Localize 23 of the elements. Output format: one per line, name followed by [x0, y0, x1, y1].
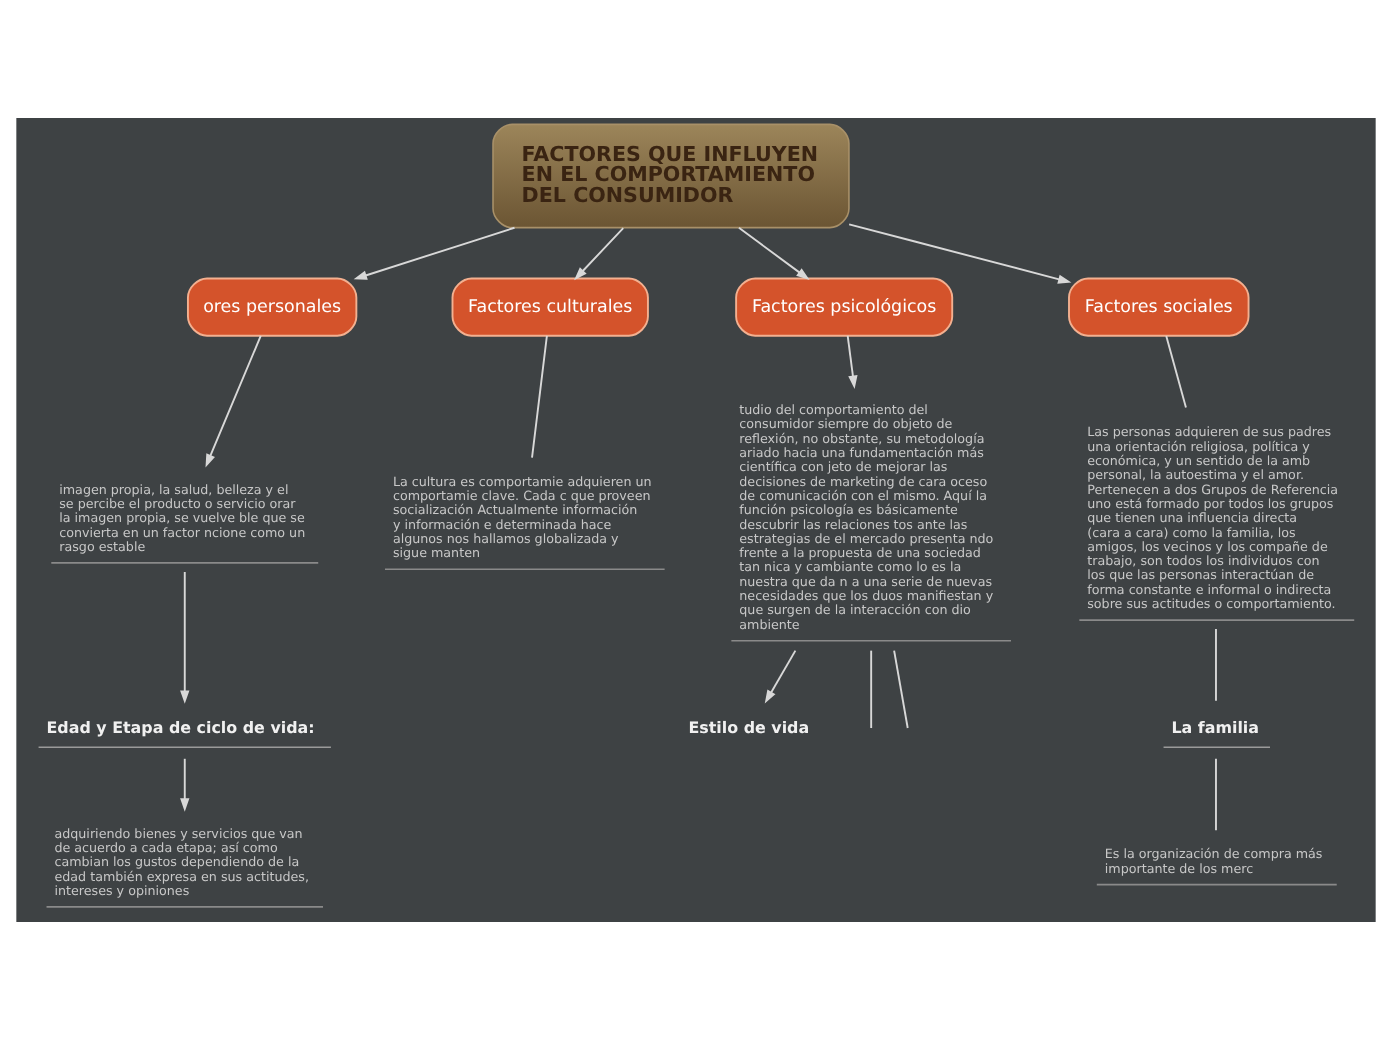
arrow [180, 757, 190, 812]
node-box: FACTORES QUE INFLUYEN EN EL COMPORTAMIENTO DEL CONSUMIDOR [492, 123, 850, 229]
node-box: ores personales [187, 277, 358, 337]
connector [893, 649, 909, 729]
arrow [737, 226, 810, 280]
connector [531, 334, 548, 459]
node-box: Factores culturales [451, 277, 649, 337]
connector [1165, 334, 1187, 409]
arrow [846, 334, 858, 389]
node-text: La familia [1171, 718, 1260, 737]
node-text: Estilo de vida [688, 718, 810, 737]
arrow [574, 227, 625, 281]
node-box: Factores sociales [1068, 277, 1250, 337]
connector [1215, 757, 1217, 832]
arrow [848, 223, 1072, 284]
connector [870, 649, 873, 729]
node-box: Factores psicológicos [735, 277, 954, 337]
arrow [764, 649, 797, 704]
connector [1215, 628, 1217, 702]
arrow [353, 226, 516, 280]
arrow [205, 334, 262, 468]
arrow [180, 571, 190, 704]
node-text: Edad y Etapa de ciclo de vida: [46, 718, 315, 737]
